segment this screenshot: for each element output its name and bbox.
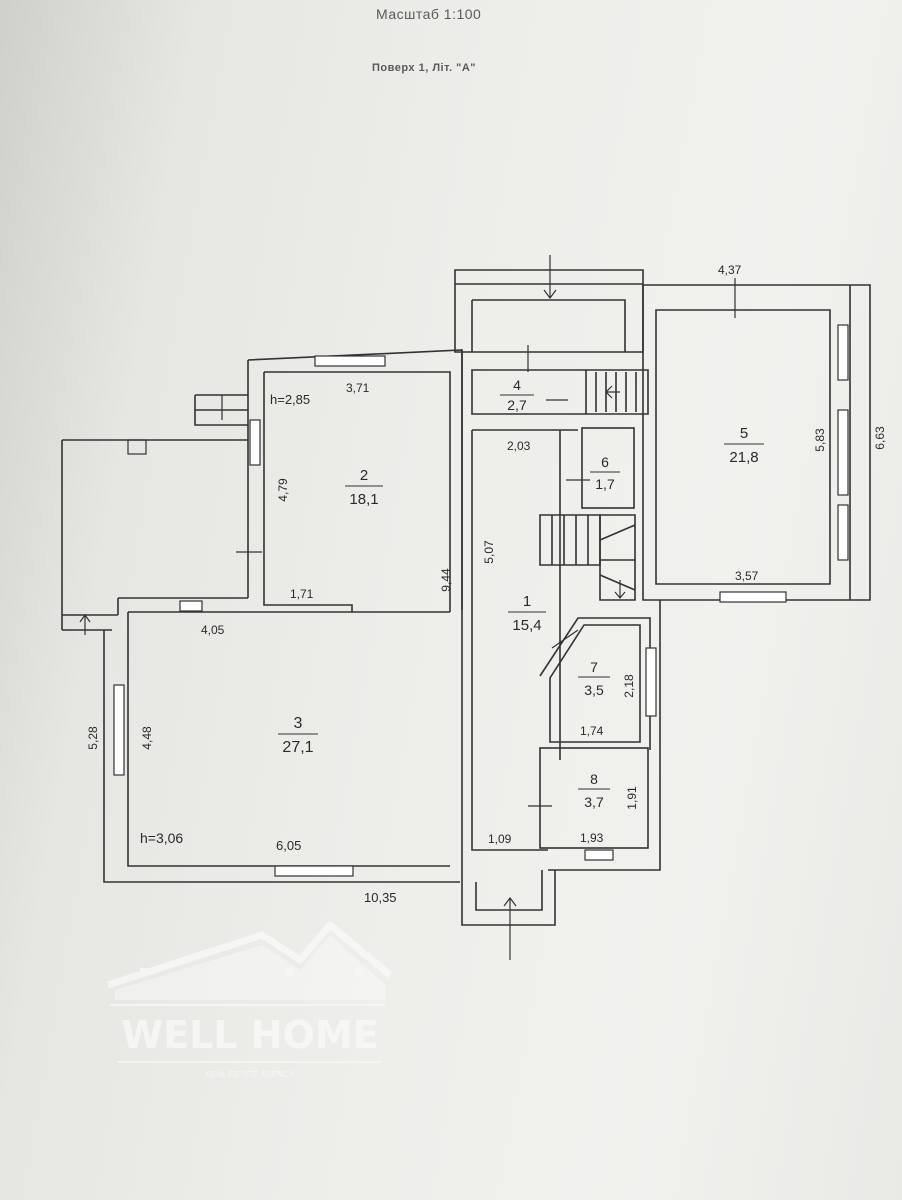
dim-4-48: 4,48 (140, 726, 154, 750)
dim-10-35: 10,35 (364, 890, 397, 905)
watermark-brand: WELL HOME (121, 1013, 378, 1057)
room-6: 6 1,7 (590, 454, 620, 492)
room-2-area: 18,1 (349, 491, 378, 508)
dim-4-79: 4,79 (276, 478, 290, 502)
dim-9-44: 9,44 (439, 568, 453, 592)
room-labels: 1 15,4 2 18,1 3 27,1 4 2,7 5 21,8 6 1,7 (278, 377, 764, 810)
room-3-number: 3 (294, 715, 303, 732)
dim-1-93: 1,93 (580, 831, 604, 845)
room-1-number: 1 (523, 593, 531, 610)
dim-2-03: 2,03 (507, 439, 531, 453)
scale-label: Масштаб 1:100 (376, 6, 482, 22)
room-4-area: 2,7 (507, 397, 527, 413)
dim-4-05: 4,05 (201, 623, 225, 637)
room-1-area: 15,4 (512, 617, 541, 634)
room-2: 2 18,1 (345, 467, 383, 508)
height-labels: h=2,85 h=3,06 (140, 392, 310, 846)
room-5: 5 21,8 (724, 425, 764, 466)
dim-5-83: 5,83 (813, 428, 827, 452)
dim-5-28: 5,28 (86, 726, 100, 750)
room-3: 3 27,1 (278, 715, 318, 756)
height-room-3: h=3,06 (140, 830, 183, 846)
room-4-number: 4 (513, 377, 521, 393)
room-3-area: 27,1 (282, 739, 313, 756)
dimension-labels: 3,71 4,79 1,71 9,44 5,07 2,03 4,37 5,83 … (86, 263, 887, 905)
dim-1-91: 1,91 (625, 786, 639, 810)
windows (113, 324, 849, 877)
arrows (79, 255, 736, 960)
room-4: 4 2,7 (500, 377, 534, 413)
floor-label: Поверх 1, Літ. "А" (372, 62, 477, 74)
dim-1-74: 1,74 (580, 724, 604, 738)
watermark-tagline: REAL ESTATE AGENCY (206, 1070, 295, 1079)
room-8-number: 8 (590, 771, 598, 787)
room-7-area: 3,5 (584, 682, 604, 698)
room-7-number: 7 (590, 659, 598, 675)
dim-5-07: 5,07 (482, 540, 496, 564)
watermark-logo: WELL HOME REAL ESTATE AGENCY (106, 921, 393, 1079)
room-2-number: 2 (360, 467, 368, 484)
room-8-area: 3,7 (584, 794, 604, 810)
room-6-number: 6 (601, 454, 609, 470)
dim-1-09: 1,09 (488, 832, 512, 846)
dim-6-63: 6,63 (873, 426, 887, 450)
room-5-area: 21,8 (729, 449, 758, 466)
dim-3-71: 3,71 (346, 381, 370, 395)
room-5-number: 5 (740, 425, 748, 442)
dim-6-05: 6,05 (276, 838, 301, 853)
room-6-area: 1,7 (595, 476, 615, 492)
room-8: 8 3,7 (578, 771, 610, 810)
height-room-2: h=2,85 (270, 392, 310, 407)
room-1: 1 15,4 (508, 593, 546, 634)
room-7: 7 3,5 (578, 659, 610, 698)
dim-2-18: 2,18 (622, 674, 636, 698)
dim-1-71: 1,71 (290, 587, 314, 601)
dim-3-57: 3,57 (735, 569, 759, 583)
dim-4-37: 4,37 (718, 263, 742, 277)
